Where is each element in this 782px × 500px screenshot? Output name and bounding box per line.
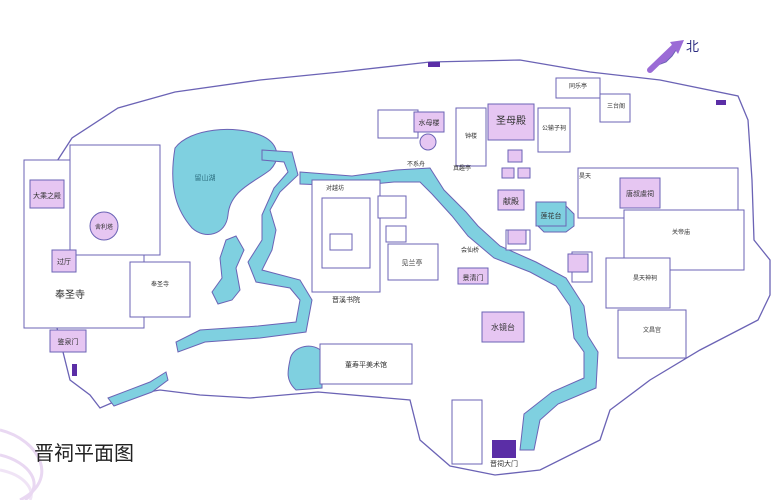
label-shuijing-platform: 水镜台 [491,322,515,332]
north-label: 北 [686,40,699,55]
label-west-block: 奉圣寺 [151,280,169,288]
ne-gate-marker [716,100,726,105]
label-top-small2: 三台阁 [607,102,625,110]
yuzao-c [517,167,531,179]
jinren-platform [507,229,527,245]
top-right-block [599,93,631,123]
west-channel [175,149,313,353]
buildings [23,77,745,465]
gate-wing [451,399,483,465]
academy-pavilion [329,233,353,251]
label-xian-hall: 献殿 [503,196,519,206]
label-guoting: 过厅 [57,257,71,266]
shengmu-hall [487,103,535,141]
small-block-b [385,225,407,243]
map-labels: 北 圣母殿 水母楼 献殿 大乘之殿 过厅 鉴泉门 奉圣寺 舍利塔 水镜台 景清门… [33,40,699,468]
west-inner-channel [211,235,245,305]
label-duiyue: 对越坊 [326,184,344,192]
west-block [129,261,191,318]
guoting [51,249,77,273]
south-pond [287,345,323,391]
label-center-tower: 钟楼 [465,132,477,140]
hall-block [387,243,439,281]
east-wing-b [537,107,571,153]
academy-inner [321,197,371,269]
west-gate-marker [72,364,77,376]
tangshuyu-hall [619,177,661,209]
label-octagon: 莲花台 [541,211,562,220]
map-title: 晋祠平面图 [34,441,134,465]
label-top-small1: 同乐亭 [569,82,587,90]
label-lake: 留山湖 [195,173,216,182]
main-canal [299,167,599,451]
north-gate-marker [428,62,440,67]
label-jianquan-gate: 鉴泉门 [58,337,79,346]
label-guandi: 关帝庙 [672,228,690,236]
octagon-pavilion [535,201,567,227]
north-arrow [647,40,684,73]
label-dacheng-hall: 大乘之殿 [33,191,61,200]
label-tangshuyu: 唐叔虞祠 [626,189,654,198]
main-gate-marker [492,440,516,458]
label-zhenqu: 真趣亭 [453,164,471,172]
xian-hall [497,189,525,211]
label-fengsheng-temple: 奉圣寺 [55,288,85,301]
label-haotian: 昊天神祠 [633,274,657,282]
label-main-gate: 晋祠大门 [490,459,518,468]
museum-block [319,343,413,385]
dacheng-hall [29,179,65,209]
label-hall: 见兰亭 [402,258,423,267]
east-block-3 [605,257,671,309]
top-block [555,77,601,99]
east-wing-a [455,107,487,167]
shuijing-platform [481,311,525,343]
highlighted-buildings [29,103,661,353]
shuimu-tower [413,111,445,133]
yuzao-a [507,149,523,163]
label-museum: 董寿平美术馆 [345,360,387,369]
sheli-pagoda [89,211,119,241]
label-shuimu-tower: 水母楼 [419,118,440,127]
north-block [377,109,419,139]
jingqing-gate [457,267,489,285]
east-block-4 [617,309,687,359]
huixian-tower [567,253,589,273]
nanlao-spring [419,133,437,151]
jianquan-gate [49,329,87,353]
label-jingqing-gate: 景清门 [463,273,484,282]
label-shengmu-hall: 圣母殿 [496,115,526,127]
label-academy: 晋溪书院 [332,295,360,304]
southwest-stream [107,371,169,407]
west-court [69,144,161,256]
label-sheli-pagoda: 舍利塔 [95,223,113,231]
yuzao-b [501,167,515,179]
label-dongyue: 昊天 [579,173,591,180]
label-buxizhou: 不系舟 [407,160,425,168]
gate-markers [72,62,726,458]
label-wenchang: 文昌宫 [643,326,661,334]
label-huixian: 会仙桥 [461,246,479,254]
label-gongshu: 公输子祠 [542,124,566,132]
lake-shape [172,128,278,235]
small-block-a [377,195,407,219]
decorative-swirl [0,428,44,500]
